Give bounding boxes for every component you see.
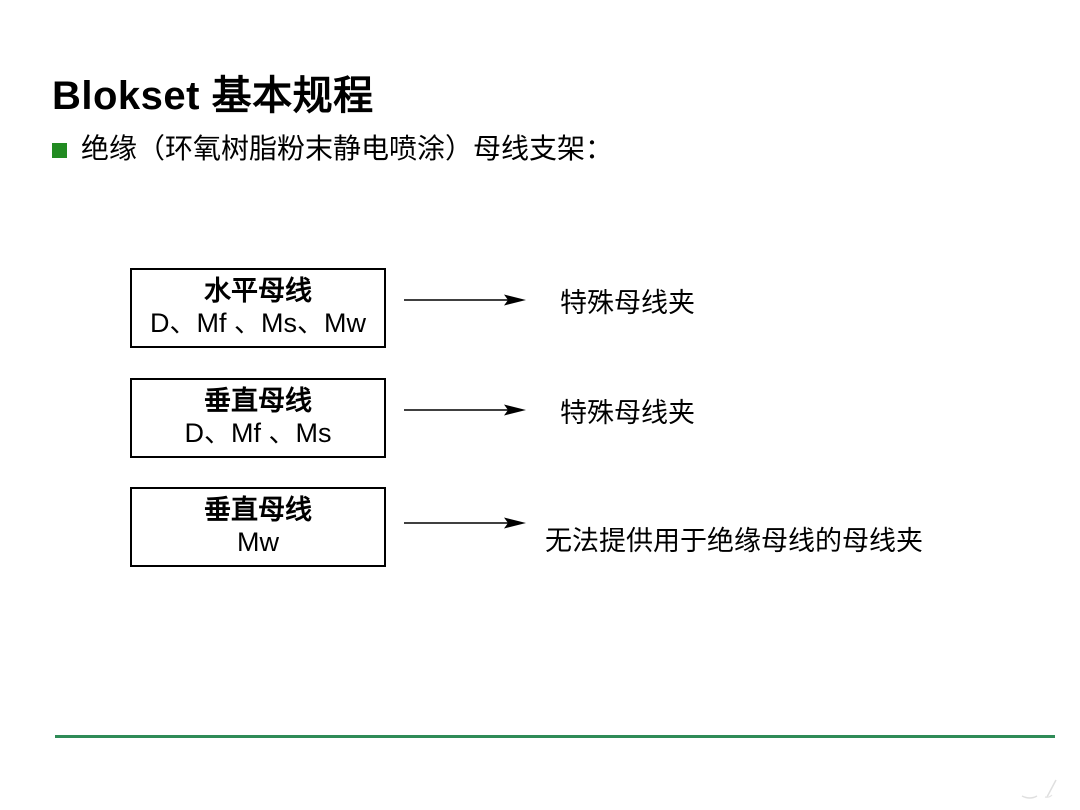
box-subtitle: D、Mf 、Ms、Mw bbox=[150, 308, 366, 338]
flow-row-vertical-busbar-mw: 垂直母线 Mw 无法提供用于绝缘母线的母线夹 bbox=[130, 487, 1030, 567]
box-title: 垂直母线 bbox=[204, 386, 312, 417]
arrow-right-icon bbox=[404, 404, 526, 416]
bullet-row: 绝缘（环氧树脂粉末静电喷涂）母线支架： bbox=[52, 133, 613, 167]
flow-label: 特殊母线夹 bbox=[560, 398, 695, 428]
flow-row-vertical-busbar-dmfms: 垂直母线 D、Mf 、Ms 特殊母线夹 bbox=[130, 378, 1030, 458]
flow-box: 水平母线 D、Mf 、Ms、Mw bbox=[130, 268, 386, 348]
box-subtitle: D、Mf 、Ms bbox=[184, 418, 332, 448]
page-title: Blokset 基本规程 bbox=[52, 73, 374, 118]
box-title: 水平母线 bbox=[204, 276, 312, 307]
footer-rule bbox=[55, 735, 1055, 738]
flow-label: 特殊母线夹 bbox=[560, 288, 695, 318]
green-square-bullet-icon bbox=[52, 142, 67, 158]
flow-box: 垂直母线 D、Mf 、Ms bbox=[130, 378, 386, 458]
faint-smudge-mark-icon bbox=[1021, 779, 1057, 799]
box-title: 垂直母线 bbox=[204, 495, 312, 526]
arrow-right-icon bbox=[404, 517, 526, 529]
flow-label: 无法提供用于绝缘母线的母线夹 bbox=[545, 526, 923, 556]
flow-box: 垂直母线 Mw bbox=[130, 487, 386, 567]
bullet-text: 绝缘（环氧树脂粉末静电喷涂）母线支架： bbox=[81, 134, 614, 165]
arrow-right-icon bbox=[404, 294, 526, 306]
box-subtitle: Mw bbox=[237, 527, 279, 557]
flow-row-horizontal-busbar: 水平母线 D、Mf 、Ms、Mw 特殊母线夹 bbox=[130, 268, 1030, 348]
